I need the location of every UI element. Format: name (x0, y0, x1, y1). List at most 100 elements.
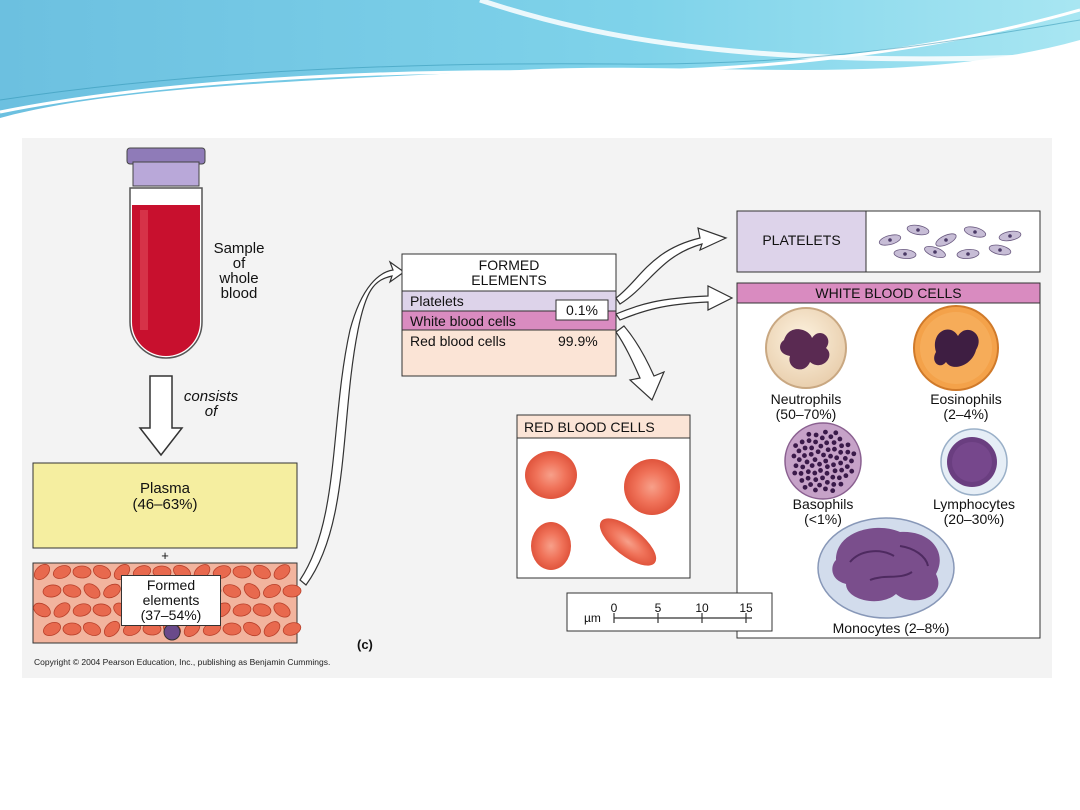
basophil-granule (836, 475, 842, 481)
scale-unit: µm (584, 611, 601, 625)
basophil-granule (805, 475, 811, 481)
platelet-granule (966, 252, 970, 256)
to-wbc-arrow (615, 285, 734, 321)
wbc-name: Basophils (792, 496, 854, 512)
basophil-granule (825, 447, 831, 453)
basophil-granule (832, 446, 837, 452)
basophil-granule (796, 457, 802, 463)
basophil-granule (824, 440, 830, 446)
wbc-range: (50–70%) (775, 406, 837, 422)
neutrophil-cell (765, 307, 847, 389)
wbc-label-lymphocytes: Lymphocytes (20–30%) (920, 497, 1028, 527)
wbc-label-monocytes: Monocytes (2–8%) (806, 621, 976, 636)
platelet-granule (973, 230, 977, 234)
basophil-granule (843, 473, 849, 479)
rbc-pattern-cell (273, 602, 291, 618)
basophil-granule (815, 449, 821, 455)
rbc-pattern-cell (222, 622, 242, 636)
basophil-granule (813, 439, 818, 445)
basophil-granule (831, 482, 837, 487)
rbc-pattern-cell (33, 563, 51, 581)
basophil-granule (828, 453, 833, 459)
rbc-pattern-cell (43, 622, 61, 636)
rbc-pattern-cell (53, 602, 71, 618)
rbc-pattern-cell (232, 603, 252, 617)
rbc-pattern-cell (282, 622, 302, 636)
wbc-name: Lymphocytes (933, 496, 1015, 512)
basophil-granule (808, 451, 814, 457)
basophil-granule (799, 478, 805, 483)
basophil-granule (800, 464, 806, 470)
formed-elements-title-line: ELEMENTS (471, 272, 547, 288)
basophil-granule (813, 432, 819, 438)
rbc-pattern-cell (282, 584, 302, 598)
basophil-granule (813, 477, 819, 483)
basophil-granule (839, 443, 844, 449)
rbc-pattern-cell (243, 621, 261, 637)
basophil-granule (809, 463, 815, 468)
combined-value: 0.1% (566, 302, 598, 318)
basophil-granule (832, 468, 838, 474)
wbc-name: Monocytes (832, 620, 901, 636)
tube-label: Sample of whole blood (196, 241, 282, 301)
rbc-pattern-cell (243, 583, 261, 599)
rbc-pattern-cell (252, 603, 272, 617)
tube-label-line: whole (219, 270, 259, 287)
table-row-white-blood-cells: White blood cells (402, 312, 562, 330)
rbc-pattern-cell (62, 584, 82, 598)
formed-elements-title-line: FORMED (478, 257, 540, 273)
plasma-label: Plasma (46–63%) (33, 481, 297, 513)
rbc-pattern-cell (72, 565, 92, 579)
basophil-granule (838, 481, 844, 487)
basophil-granule (791, 453, 797, 459)
wbc-label-neutrophils: Neutrophils (50–70%) (756, 392, 856, 422)
rbc-pattern-cell (232, 565, 252, 579)
basophil-granule (802, 484, 808, 490)
formed-elements-line: elements (142, 592, 200, 608)
basophil-granule (845, 442, 851, 448)
basophil-granule (809, 445, 815, 451)
basophil-granule (833, 430, 839, 436)
basophil-granule (837, 436, 843, 442)
red-blood-cell-images (525, 451, 680, 570)
basophil-granule (808, 482, 814, 487)
consists-of-label: consists of (172, 389, 250, 419)
platelet-granule (944, 238, 948, 242)
wbc-range: (2–4%) (943, 406, 989, 422)
basophil-granule (806, 431, 812, 437)
basophil-granule (823, 458, 829, 464)
basophil-granule (812, 470, 818, 476)
plasma-box (32, 462, 298, 549)
consists-of-arrow (138, 375, 184, 457)
basophil-granule (842, 456, 848, 461)
scale-tick-label: 15 (739, 601, 753, 615)
rbc-pattern-cell (93, 565, 111, 579)
wbc-name: Neutrophils (770, 391, 842, 407)
basophil-granule (834, 455, 840, 461)
basophil-granule (806, 438, 812, 444)
table-row-value: 99.9% (558, 333, 598, 349)
basophil-granule (830, 488, 836, 494)
formed-elements-sample-label: Formed elements (37–54%) (121, 575, 221, 626)
basophil-granule (793, 443, 799, 449)
rbc-pattern-cell (222, 584, 242, 598)
rbc-pattern-cell (253, 564, 271, 580)
consists-of-line: consists (183, 388, 239, 405)
basophil-granule (839, 467, 845, 473)
basophil-granule (792, 470, 798, 476)
to-platelets-arrow (615, 227, 728, 305)
to-formed-elements-arrow (299, 260, 406, 586)
basophil-granule (819, 435, 825, 441)
eosinophil-cell (913, 305, 999, 391)
basophil-granule (818, 468, 823, 473)
rbc-pattern-cell (42, 584, 62, 598)
basophil-granule (802, 445, 808, 451)
rbc-pattern-cell (72, 603, 92, 617)
rbc-title: RED BLOOD CELLS (524, 419, 655, 435)
plasma-range: (46–63%) (132, 496, 198, 513)
basophil-granule (845, 449, 851, 455)
tube-label-line: Sample (213, 240, 265, 257)
monocyte-cell (817, 517, 955, 619)
rbc-pattern-cell (62, 622, 82, 636)
